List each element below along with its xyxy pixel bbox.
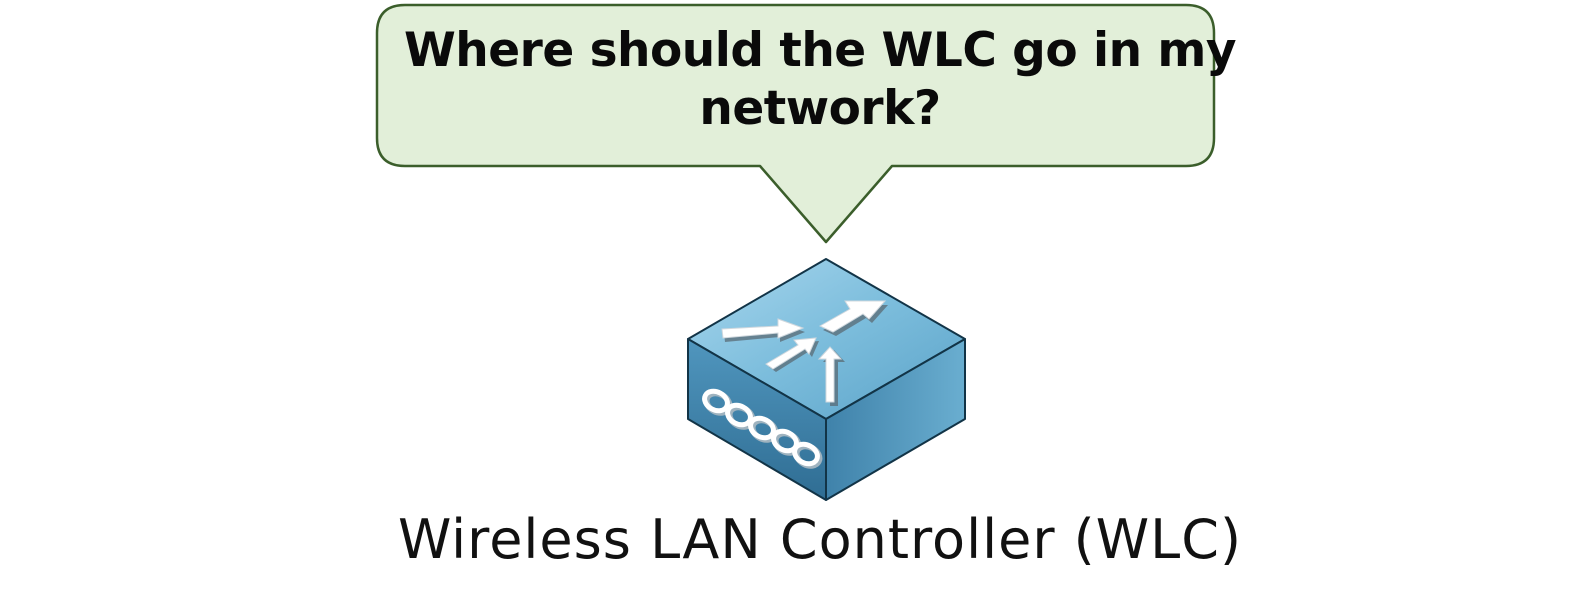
speech-bubble [375,3,1216,244]
speech-bubble-text: Where should the WLC go in my network? [403,23,1237,136]
device-label: Wireless LAN Controller (WLC) [397,508,1243,571]
wireless-lan-controller-icon [687,258,966,501]
